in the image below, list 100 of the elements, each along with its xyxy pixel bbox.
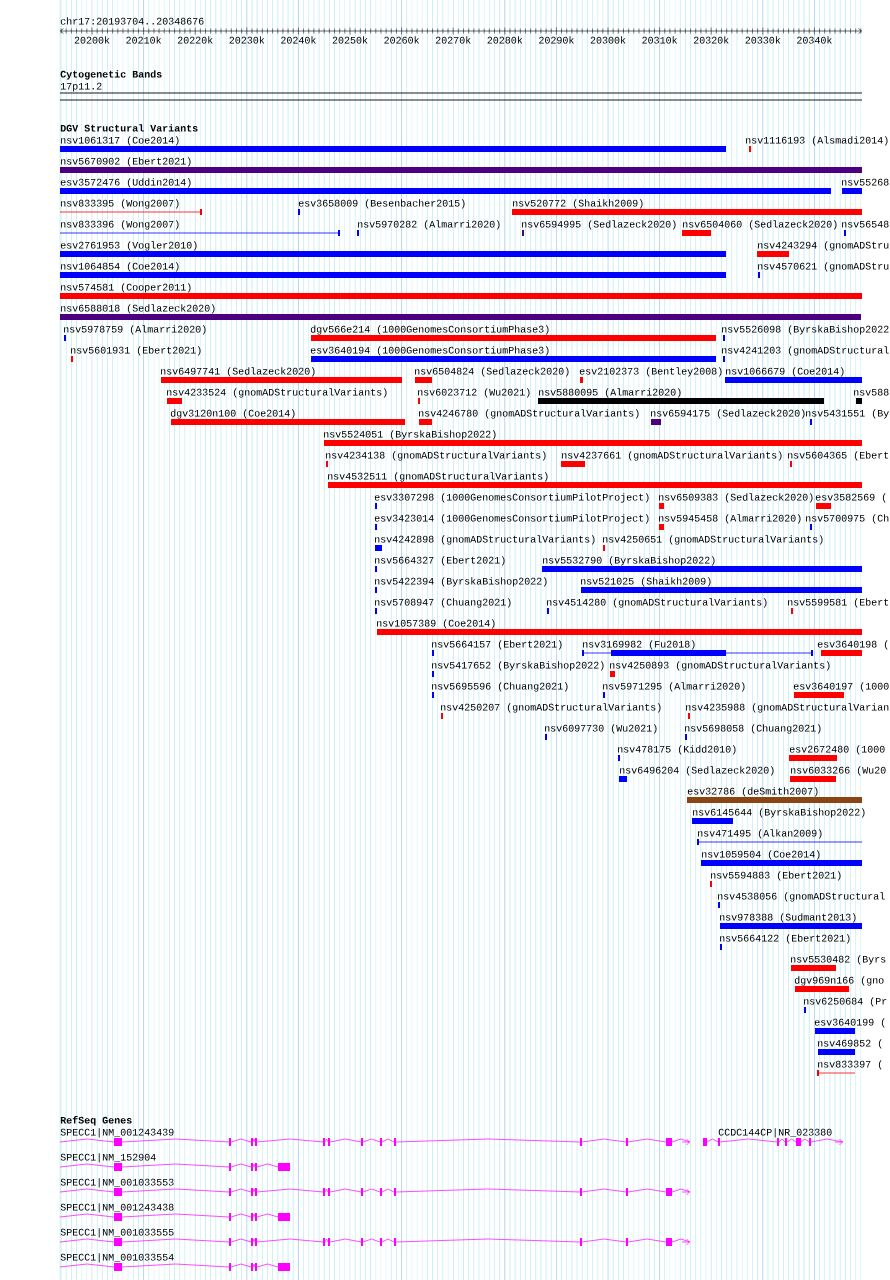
variant-label: nsv5945458 (Almarri2020) <box>659 514 801 524</box>
variant-label: nsv4538056 (gnomADStructural <box>718 892 885 902</box>
variant-label: nsv6509383 (Sedlazeck2020) <box>659 493 813 503</box>
axis-tick-label: 20270k <box>435 36 471 44</box>
axis-tick-label: 20250k <box>332 36 368 44</box>
variant-label: nsv5971295 (Almarri2020) <box>603 682 745 692</box>
variant-label: nsv1061317 (Coe2014) <box>61 136 179 146</box>
variant-label: nsv521025 (Shaikh2009) <box>581 577 711 587</box>
variant-label: esv3658009 (Besenbacher2015) <box>298 199 465 209</box>
variant-label: nsv5880095 (Almarri2020) <box>539 388 681 398</box>
variant-label: esv2672480 (1000 <box>789 745 885 755</box>
variant-label: nsv4250207 (gnomADStructuralVariants) <box>441 703 661 713</box>
band-label: 17p11.2 <box>60 82 102 92</box>
variant-label: nsv478175 (Kidd2010) <box>618 745 736 755</box>
variant-label: nsv588 <box>854 388 889 396</box>
variant-label: nsv5530482 (Byrs <box>791 955 886 965</box>
variant-label: nsv5695596 (Chuang2021) <box>432 682 568 692</box>
axis-tick-label: 20300k <box>590 36 626 44</box>
axis-tick-label: 20280k <box>487 36 523 44</box>
variant-label: nsv5664327 (Ebert2021) <box>375 556 505 566</box>
variant-label: nsv56548 <box>842 220 889 228</box>
variant-label: nsv6588018 (Sedlazeck2020) <box>61 304 215 314</box>
axis-tick-label: 20220k <box>177 36 213 44</box>
axis-tick-label: 20290k <box>539 36 574 44</box>
variant-label: nsv5670902 (Ebert2021) <box>61 157 191 167</box>
variant-label: nsv471495 (Alkan2009) <box>698 829 822 839</box>
variant-label: nsv6023712 (Wu2021) <box>418 388 530 398</box>
variant-label: dgv3120n100 (Coe2014) <box>170 409 295 419</box>
coordinate-label: chr17:20193704..20348676 <box>60 17 204 25</box>
variant-label: nsv833397 ( <box>818 1060 882 1070</box>
track-title: DGV Structural Variants <box>60 124 198 132</box>
variant-label: esv3582569 ( <box>815 493 886 503</box>
gene-label: SPECC1|NM_152904 <box>60 1153 156 1163</box>
variant-label: nsv833395 (Wong2007) <box>61 199 179 209</box>
gene-label: SPECC1|NM_001243438 <box>60 1203 174 1213</box>
variant-label: esv3307298 (1000GenomesConsortiumPilotProject) <box>374 493 649 503</box>
gene-label: CCDC144CP|NR_023380 <box>718 1128 832 1138</box>
axis-tick-label: 20330k <box>745 36 781 44</box>
variant-label: nsv4241203 (gnomADStructural <box>722 346 889 356</box>
variant-label: nsv5978759 (Almarri2020) <box>64 325 206 335</box>
variant-label: nsv6504824 (Sedlazeck2020) <box>415 367 569 377</box>
gene-label: SPECC1|NM_001243439 <box>60 1128 174 1138</box>
axis-tick-label: 20200k <box>74 36 110 44</box>
gene-label: SPECC1|NM_001033553 <box>60 1178 174 1188</box>
variant-label: nsv6594995 (Sedlazeck2020) <box>522 220 676 230</box>
variant-label: dgv566e214 (1000GenomesConsortiumPhase3) <box>310 325 549 335</box>
variant-label: esv32786 (deSmith2007) <box>687 787 818 797</box>
variant-label: nsv978388 (Sudmant2013) <box>720 913 856 923</box>
gene-label: SPECC1|NM_001033554 <box>60 1253 174 1263</box>
variant-label: nsv5594883 (Ebert2021) <box>711 871 841 881</box>
variant-label: dgv969n166 (gno <box>794 976 884 986</box>
axis-tick-label: 20210k <box>126 36 162 44</box>
variant-label: nsv1116193 (Alsmadi2014) <box>746 136 888 146</box>
variant-label: nsv5664122 (Ebert2021) <box>720 934 850 944</box>
variant-label: nsv1066679 (Coe2014) <box>726 367 844 377</box>
variant-label: nsv5708947 (Chuang2021) <box>375 598 511 608</box>
variant-label: nsv6594175 (Sedlazeck2020) <box>651 409 805 419</box>
variant-label: esv3640197 (1000 <box>793 682 889 692</box>
variant-label: nsv6504060 (Sedlazeck2020) <box>683 220 837 230</box>
variant-label: nsv5526098 (ByrskaBishop2022 <box>722 325 889 335</box>
variant-label: nsv6250684 (Pr <box>804 997 887 1007</box>
variant-label: nsv5970282 (Almarri2020) <box>358 220 500 230</box>
variant-label: nsv6496204 (Sedlazeck2020) <box>620 766 774 776</box>
variant-label: nsv4242898 (gnomADStructuralVariants) <box>375 535 595 545</box>
variant-label: nsv4237661 (gnomADStructuralVariants) <box>562 451 782 461</box>
variant-label: nsv6097730 (Wu2021) <box>545 724 657 734</box>
track-title: RefSeq Genes <box>60 1116 132 1126</box>
variant-label: nsv6145644 (ByrskaBishop2022) <box>693 808 865 818</box>
variant-label: nsv5524051 (ByrskaBishop2022) <box>324 430 496 440</box>
variant-label: nsv4250893 (gnomADStructuralVariants) <box>610 661 830 671</box>
variant-label: nsv1057389 (Coe2014) <box>377 619 495 629</box>
variant-label: esv2761953 (Vogler2010) <box>60 241 197 251</box>
variant-label: nsv4235988 (gnomADStructuralVarian <box>686 703 889 713</box>
axis-tick-label: 20310k <box>642 36 678 44</box>
variant-label: esv3640194 (1000GenomesConsortiumPhase3) <box>310 346 549 356</box>
variant-label: nsv5601931 (Ebert2021) <box>71 346 201 356</box>
variant-label: nsv5698058 (Chuang2021) <box>685 724 821 734</box>
variant-label: nsv5700975 (Ch <box>806 514 889 524</box>
variant-label: nsv5431551 (By <box>806 409 889 419</box>
variant-label: nsv469852 ( <box>818 1039 882 1049</box>
variant-label: nsv520772 (Shaikh2009) <box>513 199 643 209</box>
variant-label: esv3640198 ( <box>817 640 888 650</box>
variant-label: nsv4246780 (gnomADStructuralVariants) <box>419 409 639 419</box>
track-title: Cytogenetic Bands <box>60 70 162 80</box>
variant-label: nsv4250651 (gnomADStructuralVariants) <box>603 535 823 545</box>
axis-tick-label: 20240k <box>281 36 316 44</box>
variant-label: nsv5599581 (Ebert <box>788 598 889 608</box>
variant-label: nsv5532790 (ByrskaBishop2022) <box>543 556 715 566</box>
variant-label: nsv5417652 (ByrskaBishop2022) <box>432 661 604 671</box>
axis-tick-label: 20230k <box>229 36 265 44</box>
variant-label: nsv5604365 (Ebert <box>788 451 889 461</box>
variant-label: nsv1064854 (Coe2014) <box>61 262 179 272</box>
variant-label: nsv574581 (Cooper2011) <box>61 283 191 293</box>
variant-label: nsv1059504 (Coe2014) <box>702 850 820 860</box>
variant-label: nsv4243294 (gnomADStru <box>758 241 889 251</box>
axis-tick-label: 20260k <box>384 36 420 44</box>
axis-tick-label: 20320k <box>693 36 729 44</box>
variant-label: nsv6033266 (Wu20 <box>791 766 886 776</box>
variant-label: nsv4532511 (gnomADStructuralVariants) <box>328 472 548 482</box>
variant-label: nsv4233524 (gnomADStructuralVariants) <box>167 388 387 398</box>
